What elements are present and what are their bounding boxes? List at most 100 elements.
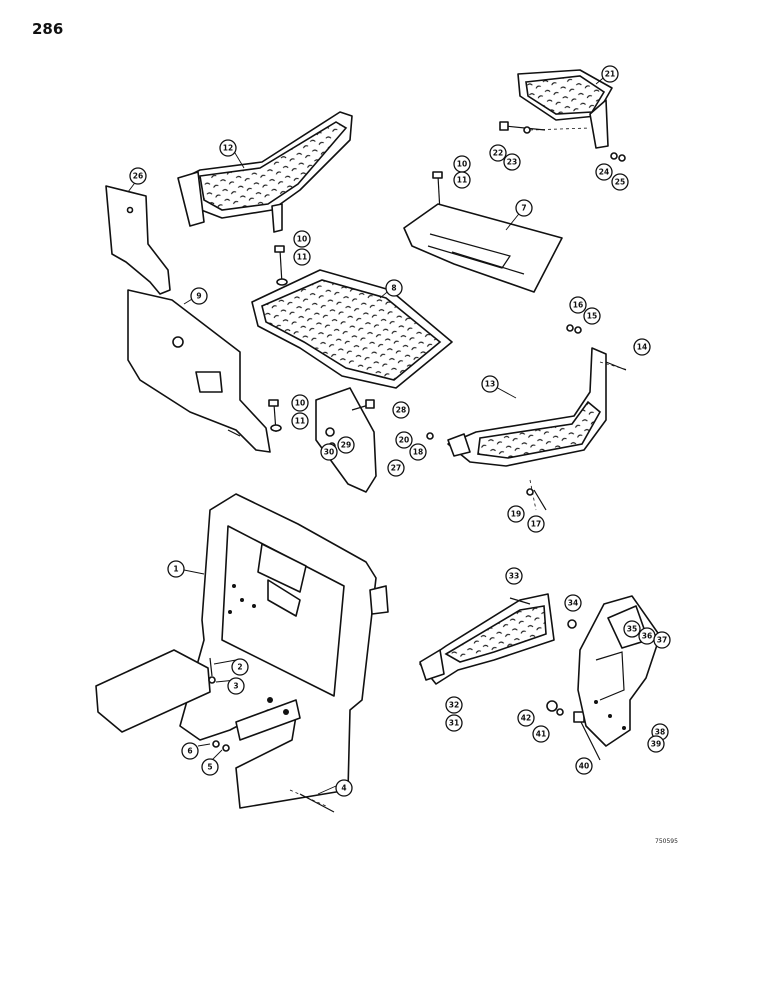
step-13 <box>447 347 607 467</box>
callout: 26 <box>129 167 147 185</box>
callout: 22 <box>489 144 507 162</box>
main-frame-1 <box>95 493 389 809</box>
svg-text:35: 35 <box>627 625 637 634</box>
plate-26 <box>105 185 171 295</box>
callout: 3 <box>227 677 245 695</box>
callout: 12 <box>219 139 237 157</box>
svg-text:13: 13 <box>485 380 495 389</box>
callout: 14 <box>633 338 651 356</box>
callout: 24 <box>595 163 613 181</box>
callout: 33 <box>505 567 523 585</box>
svg-text:26: 26 <box>133 172 143 181</box>
hardware-22-25 <box>499 121 626 162</box>
bracket-35-39 <box>577 595 661 747</box>
svg-text:24: 24 <box>599 168 609 177</box>
svg-text:37: 37 <box>657 636 667 645</box>
svg-text:31: 31 <box>449 719 459 728</box>
svg-text:12: 12 <box>223 144 233 153</box>
callout: 5 <box>201 758 219 776</box>
svg-text:19: 19 <box>511 510 521 519</box>
hardware-10-11-lower <box>268 399 282 433</box>
callout: 11 <box>291 412 309 430</box>
svg-text:11: 11 <box>295 417 305 426</box>
svg-text:39: 39 <box>651 740 661 749</box>
svg-text:38: 38 <box>655 728 665 737</box>
svg-text:36: 36 <box>642 632 652 641</box>
svg-text:17: 17 <box>531 520 541 529</box>
callout: 25 <box>611 173 629 191</box>
svg-text:15: 15 <box>587 312 597 321</box>
figure-code: 750595 <box>655 838 678 845</box>
svg-text:42: 42 <box>521 714 531 723</box>
cover-plate-7 <box>403 203 563 293</box>
floor-plate-8 <box>251 269 453 389</box>
svg-text:7: 7 <box>521 204 526 213</box>
callout: 39 <box>647 735 665 753</box>
svg-text:3: 3 <box>233 682 238 691</box>
rear-plate-9 <box>127 289 271 453</box>
svg-text:20: 20 <box>399 436 409 445</box>
callout: 4 <box>335 779 353 797</box>
svg-text:16: 16 <box>573 301 583 310</box>
callout: 30 <box>320 443 338 461</box>
callout: 34 <box>564 594 582 612</box>
callout: 32 <box>445 696 463 714</box>
svg-text:10: 10 <box>295 399 305 408</box>
callout: 35 <box>623 620 641 638</box>
svg-text:28: 28 <box>396 406 406 415</box>
hardware-1 <box>208 657 335 813</box>
svg-text:8: 8 <box>391 284 396 293</box>
callout: 36 <box>638 627 656 645</box>
svg-text:11: 11 <box>297 253 307 262</box>
callout: 23 <box>503 153 521 171</box>
svg-text:6: 6 <box>187 747 192 756</box>
svg-text:1: 1 <box>173 565 178 574</box>
callout: 19 <box>507 505 525 523</box>
callout: 27 <box>387 459 405 477</box>
svg-text:30: 30 <box>324 448 334 457</box>
callout: 37 <box>653 631 671 649</box>
callout: 11 <box>293 248 311 266</box>
svg-text:4: 4 <box>341 784 346 793</box>
callout: 41 <box>532 725 550 743</box>
callout: 31 <box>445 714 463 732</box>
callout: 7 <box>515 199 533 217</box>
callout: 10 <box>453 155 471 173</box>
callout: 20 <box>395 431 413 449</box>
svg-text:34: 34 <box>568 599 578 608</box>
svg-text:33: 33 <box>509 572 519 581</box>
callout: 9 <box>190 287 208 305</box>
callout: 8 <box>385 279 403 297</box>
svg-text:40: 40 <box>579 762 589 771</box>
svg-text:10: 10 <box>457 160 467 169</box>
svg-text:32: 32 <box>449 701 459 710</box>
callout: 6 <box>181 742 199 760</box>
svg-text:5: 5 <box>207 763 212 772</box>
step-21 <box>517 69 613 149</box>
callout: 29 <box>337 436 355 454</box>
callout: 28 <box>392 401 410 419</box>
svg-text:18: 18 <box>413 448 423 457</box>
callout: 10 <box>291 394 309 412</box>
svg-text:25: 25 <box>615 178 625 187</box>
step-31 <box>419 593 555 685</box>
hardware-31 <box>509 597 601 761</box>
svg-text:29: 29 <box>341 441 351 450</box>
callout: 16 <box>569 296 587 314</box>
callout: 11 <box>453 171 471 189</box>
callout: 17 <box>527 515 545 533</box>
callout: 1 <box>167 560 185 578</box>
svg-text:2: 2 <box>237 663 242 672</box>
callout: 18 <box>409 443 427 461</box>
svg-text:22: 22 <box>493 149 503 158</box>
callout: 42 <box>517 709 535 727</box>
hardware-13 <box>426 324 629 511</box>
svg-text:11: 11 <box>457 176 467 185</box>
svg-text:10: 10 <box>297 235 307 244</box>
hardware-10-11-middle <box>274 245 288 286</box>
svg-text:21: 21 <box>605 70 615 79</box>
callout: 15 <box>583 307 601 325</box>
callout: 2 <box>231 658 249 676</box>
svg-text:14: 14 <box>637 343 647 352</box>
